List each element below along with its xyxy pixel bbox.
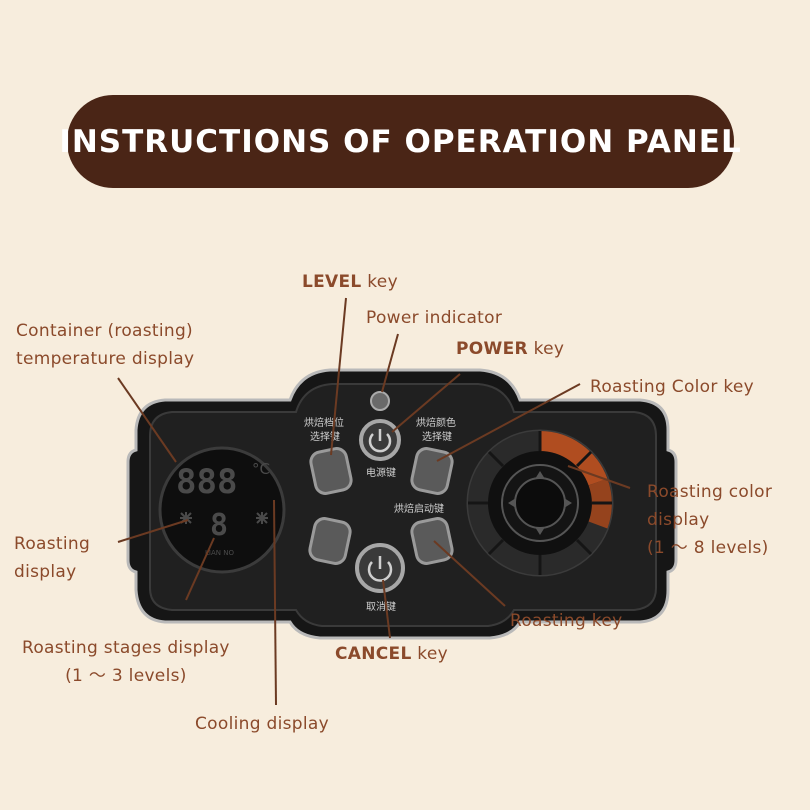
leader-roasting-display <box>117 519 189 543</box>
label-power-key: POWER key <box>456 339 565 359</box>
stage-digit: 8 <box>210 508 228 543</box>
roasting-color-display <box>466 429 614 577</box>
leader-lines <box>117 297 631 706</box>
leader-container-temp <box>117 377 177 463</box>
leader-power-indicator <box>381 333 399 393</box>
page-title: INSTRUCTIONS OF OPERATION PANEL <box>59 123 742 160</box>
roasting-key-button[interactable] <box>410 517 454 566</box>
label-roasting-key: Roasting key <box>510 611 623 631</box>
cooling-snow-icon <box>256 512 268 524</box>
power-indicator-light <box>370 391 390 411</box>
leader-power-key <box>391 373 461 433</box>
start-cn-label: 烘焙启动键 <box>394 502 444 515</box>
power-cn-label: 电源键 <box>366 466 396 479</box>
temperature-display: 888 °C 8 LIAN NO <box>158 446 286 574</box>
title-banner: INSTRUCTIONS OF OPERATION PANEL <box>59 95 741 188</box>
leader-level-key <box>330 297 347 456</box>
cancel-key-button[interactable] <box>355 543 405 593</box>
leader-roasting-stages <box>185 537 215 601</box>
label-container-temp: Container (roasting) temperature display <box>16 321 195 369</box>
color-level-segment-lit <box>539 431 608 486</box>
label-roasting-stages: Roasting stages display (1 ～ 3 levels) <box>22 638 230 686</box>
leader-roasting-key <box>433 540 506 607</box>
level-cn-label-2: 选择键 <box>310 430 340 443</box>
cancel-power-icon <box>367 561 393 582</box>
label-roasting-color-key: Roasting Color key <box>590 377 755 397</box>
leader-cancel-key <box>382 579 391 639</box>
label-level-key: LEVEL key <box>302 272 398 292</box>
label-roasting-display: Roasting display <box>14 534 91 582</box>
cooling-mark: LIAN NO <box>205 549 234 557</box>
label-cancel-key: CANCEL key <box>335 644 448 664</box>
color-cn-label-2: 选择键 <box>422 430 452 443</box>
label-power-indicator: Power indicator <box>366 308 503 328</box>
leader-cooling-display <box>273 499 277 706</box>
label-roasting-color-display: Roasting color display (1 ～ 8 levels) <box>647 482 773 558</box>
power-key-button[interactable] <box>359 419 401 461</box>
color-cn-label-1: 烘焙颜色 <box>416 416 456 429</box>
level-key-button[interactable] <box>309 447 353 496</box>
level-side-button[interactable] <box>308 517 352 566</box>
label-cooling-display: Cooling display <box>195 714 329 734</box>
temperature-unit: °C <box>252 460 270 478</box>
leader-roasting-color-display <box>567 465 631 489</box>
temperature-digits: 888 <box>176 462 237 502</box>
level-cn-label-1: 烘焙档位 <box>304 416 344 429</box>
cancel-cn-label: 取消键 <box>366 600 396 613</box>
leader-roasting-color-key <box>436 383 581 462</box>
power-icon <box>368 433 392 453</box>
roasting-color-key-button[interactable] <box>410 447 454 496</box>
